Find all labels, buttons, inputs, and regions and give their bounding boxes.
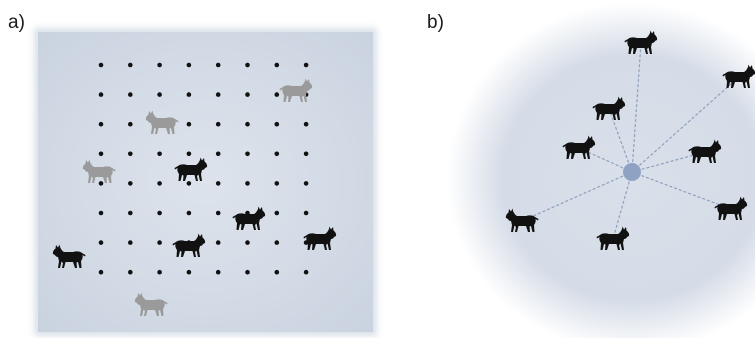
trap-dot-icon: [274, 121, 280, 127]
spoke-line: [612, 171, 633, 240]
lynx-icon: [303, 226, 337, 250]
trap-dot-icon: [186, 210, 192, 216]
trap-dot-icon: [274, 210, 280, 216]
lynx-icon: [172, 233, 206, 257]
trap-dot-icon: [274, 240, 280, 245]
panel-b-spokes: [521, 42, 740, 240]
trap-dot-icon: [128, 62, 133, 68]
trap-dot-icon: [215, 151, 221, 157]
trap-dot-icon: [98, 92, 104, 97]
trap-dot-icon: [245, 151, 250, 157]
trap-dot-icon: [274, 92, 280, 97]
trap-dot-icon: [98, 62, 104, 68]
lynx-icon: [232, 206, 266, 230]
trap-dot-icon: [186, 62, 192, 68]
lynx-icon: [52, 244, 86, 268]
trap-dot-icon: [157, 269, 162, 275]
panel-a-animals: [52, 78, 337, 316]
trap-dot-icon: [98, 181, 104, 186]
trap-dot-icon: [128, 269, 133, 275]
trap-dot-icon: [186, 121, 192, 127]
trap-dot-icon: [303, 269, 309, 275]
trap-dot-icon: [245, 92, 250, 97]
lynx-icon: [82, 159, 116, 183]
trap-dot-icon: [245, 181, 250, 186]
trap-dot-icon: [157, 181, 162, 186]
spoke-line: [631, 151, 706, 173]
trap-dot-icon: [245, 121, 250, 127]
trap-dot-icon: [274, 181, 280, 186]
trap-dot-icon: [157, 92, 162, 97]
panel-b-fade: [447, 3, 755, 338]
spoke-line: [631, 42, 642, 173]
trap-dot-icon: [128, 151, 133, 157]
trap-dot-icon: [215, 121, 221, 127]
trap-dot-icon: [245, 269, 250, 275]
trap-dot-icon: [98, 151, 104, 157]
trap-dot-icon: [98, 269, 104, 275]
trap-dot-icon: [128, 240, 133, 245]
trap-dot-icon: [128, 210, 133, 216]
trap-dot-icon: [303, 62, 309, 68]
trap-dot-icon: [128, 92, 133, 97]
trap-dot-icon: [157, 62, 162, 68]
trap-dot-icon: [186, 151, 192, 157]
spoke-line: [521, 171, 633, 222]
trap-dot-icon: [303, 151, 309, 157]
trap-dot-icon: [186, 181, 192, 186]
trap-dot-icon: [98, 121, 104, 127]
trap-dot-icon: [186, 92, 192, 97]
trap-dot-icon: [215, 92, 221, 97]
trap-dot-icon: [157, 151, 162, 157]
spoke-line: [631, 171, 732, 210]
trap-dot-icon: [303, 121, 309, 127]
trap-dot-icon: [274, 151, 280, 157]
lynx-icon: [279, 78, 313, 102]
lynx-icon: [134, 292, 168, 316]
panel-b-label: b): [427, 12, 444, 33]
trap-dot-icon: [215, 210, 221, 216]
trap-dot-icon: [215, 240, 221, 245]
trap-dot-icon: [215, 62, 221, 68]
spoke-line: [631, 76, 740, 173]
trap-dot-icon: [215, 269, 221, 275]
trap-dot-icon: [215, 181, 221, 186]
trap-dot-icon: [186, 269, 192, 275]
lynx-icon: [174, 157, 208, 181]
lynx-icon: [145, 110, 179, 134]
trap-dot-icon: [98, 240, 104, 245]
trap-dot-icon: [245, 240, 250, 245]
trap-dot-icon: [128, 121, 133, 127]
trap-dot-icon: [303, 181, 309, 186]
panel-a-label: a): [8, 12, 25, 33]
trap-dot-icon: [303, 210, 309, 216]
trap-dot-icon: [157, 210, 162, 216]
camera-trap-point: [623, 163, 641, 181]
trap-dot-icon: [274, 269, 280, 275]
trap-dot-icon: [274, 62, 280, 68]
spoke-line: [608, 108, 633, 173]
trap-dot-icon: [245, 62, 250, 68]
trap-dot-icon: [157, 240, 162, 245]
trap-dot-icon: [98, 210, 104, 216]
trap-dot-icon: [128, 181, 133, 186]
